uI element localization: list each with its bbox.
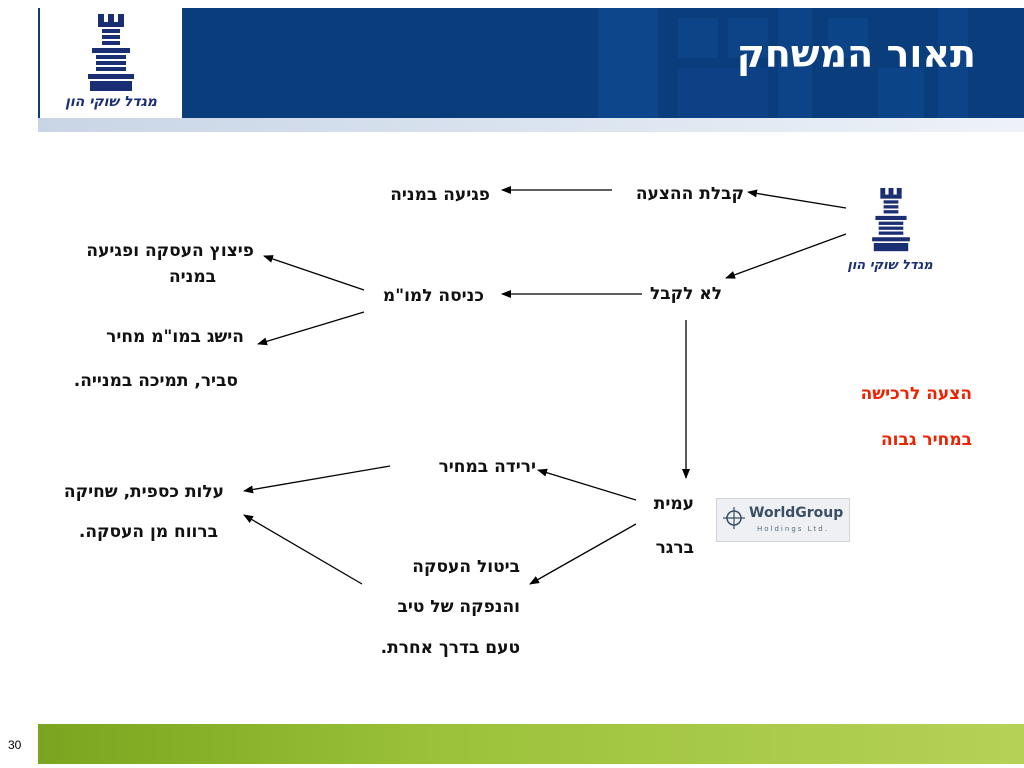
migdal-logo-text: מגדל שוקי הון: [847, 258, 933, 273]
worldgroup-name: WorldGroup: [749, 505, 844, 521]
header-banner: [38, 8, 1024, 118]
node-costs-line1: עלות כספית, שחיקה: [63, 482, 224, 502]
node-amit-line2: ברגר: [655, 538, 694, 558]
node-harm-company: פגיעה במניה: [390, 185, 490, 205]
header-background-pattern: [38, 8, 1024, 118]
node-cancel-line3: טעם בדרך אחרת.: [380, 638, 520, 658]
slide-title: תאור המשחק: [736, 32, 976, 76]
tower-icon: [88, 14, 134, 91]
page-number: 30: [8, 738, 22, 752]
arrow-negotiation-to-price: [257, 311, 365, 346]
arrow-price-drop-to-costs: [243, 465, 391, 494]
crosshair-icon: [723, 507, 745, 529]
node-accept-offer: קבלת ההצעה: [635, 184, 744, 204]
footer-bar: [38, 724, 1024, 764]
node-breakup-line2: במניה: [168, 267, 216, 287]
node-price-drop: ירידה במחיר: [438, 457, 536, 477]
node-cancel-line2: והנפקה של טיב: [397, 597, 520, 617]
arrow-cancel-to-costs: [243, 514, 363, 585]
node-acquisition-line2: במחיר גבוה: [881, 430, 972, 450]
arrow-logo-to-reject: [725, 233, 847, 279]
node-cancel-line1: ביטול העסקה: [412, 557, 520, 577]
worldgroup-subtitle: Holdings Ltd.: [757, 525, 829, 533]
worldgroup-logo: WorldGroup Holdings Ltd.: [716, 498, 850, 542]
header-underline-strip: [38, 118, 1024, 132]
arrow-amit-to-cancel: [529, 523, 637, 585]
node-enter-negotiation: כניסה למו"מ: [382, 286, 484, 306]
migdal-logo-header: מגדל שוקי הון: [40, 8, 182, 118]
node-reach-price-line1: הישג במו"מ מחיר: [106, 327, 244, 347]
migdal-logo-text: מגדל שוקי הון: [65, 94, 157, 110]
arrow-amit-to-price-drop: [537, 468, 637, 501]
arrow-negotiation-to-breakup: [263, 255, 365, 291]
arrow-logo-to-accept: [747, 189, 847, 209]
node-breakup-line1: פיצוץ העסקה ופגיעה: [86, 241, 254, 261]
node-acquisition-line1: הצעה לרכישה: [860, 384, 972, 404]
node-reach-price-line2: סביר, תמיכה במנייה.: [73, 371, 238, 391]
migdal-logo-right: מגדל שוקי הון: [838, 186, 942, 278]
node-reject: לא לקבל: [649, 284, 722, 304]
node-costs-line2: ברווח מן העסקה.: [78, 522, 218, 542]
node-amit-line1: עמית: [653, 494, 694, 514]
tower-icon: [872, 188, 910, 252]
